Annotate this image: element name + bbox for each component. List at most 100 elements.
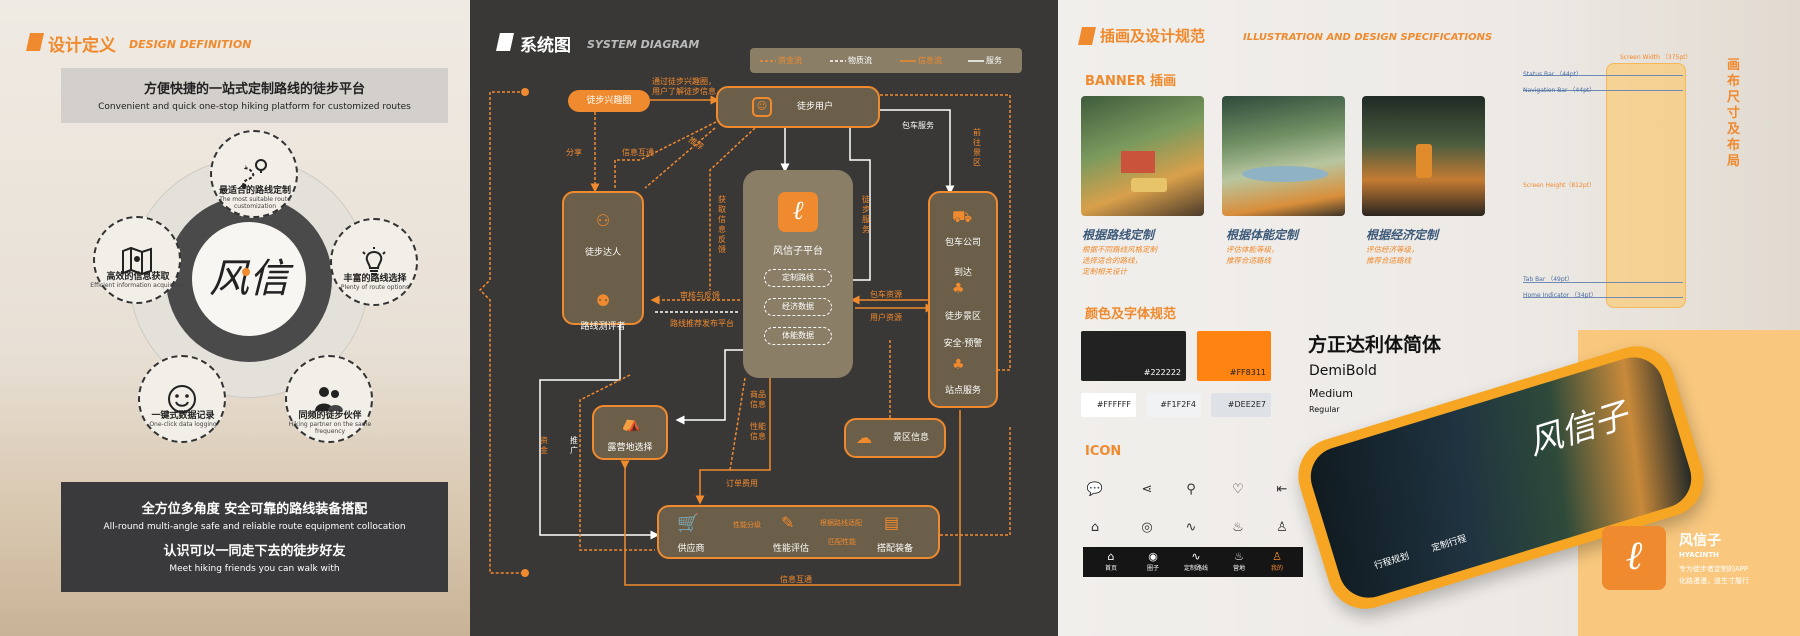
center-logo: 风信 [192,222,306,336]
node-label: 到达 [953,268,972,278]
desc-line: 定制相关设计 [1082,267,1127,276]
heart-icon: ♡ [1232,482,1244,497]
partner-icon [315,387,343,411]
circle-icon: ◉ [1148,550,1158,563]
feature-sub: One-click data logging [149,421,217,428]
bus-icon: ⛟ [952,207,973,226]
flow-label: 信息互通 [622,148,654,157]
node-label: 风信子平台 [773,246,823,257]
illustration-economy [1362,96,1485,216]
circle-icon: ◎ [1141,520,1153,535]
flow-label: 审核与反馈 [680,291,720,300]
flow-label: 路线推荐发布平台 [670,319,734,328]
brand-desc-2: 化路漫漫，道生寸履行 [1679,577,1749,585]
feature-route-customization [210,130,298,218]
feature-route-options [330,218,418,306]
flow-label: 用户了解徒步信息 [652,87,716,96]
feature-hiking-partner [285,355,373,443]
legend-service: 服务 [986,56,1002,65]
fire-icon: ♨ [1232,520,1244,535]
section-flag-icon [26,33,44,51]
home-icon: ⌂ [1107,550,1115,563]
node-master-reviewer: ⚇ 徒步达人 ⚉ 路线测评者 [562,191,644,332]
route-pin-icon [241,159,267,189]
flow-label: 性能分级 [733,521,761,529]
flow-label: 推广 [570,436,578,455]
flow-label: 订单费用 [726,479,758,488]
dim-nav-bar: Navigation Bar （44pt） [1523,87,1596,94]
map-icon [122,246,152,275]
smile-icon: ☺ [752,97,772,117]
flow-label: 获取信息反馈 [718,195,726,254]
legend-info: 信息流 [918,56,942,65]
river-shape [1242,166,1328,182]
illustration-title: 根据体能定制 [1226,228,1299,242]
flow-label: 通过徒步兴趣圈， [652,77,716,86]
logo-text: 风信 [209,256,289,302]
swatch-lightgray: #F1F2F4 [1146,393,1201,417]
house-shape [1121,151,1155,173]
share-icon: ⋖ [1141,482,1153,497]
node-platform: ℓ 风信子平台 [743,170,853,378]
font-weight-demibold: DemiBold [1309,363,1377,379]
feature-label: 丰富的路线选择 [343,274,407,284]
flow-label: 性能信息 [750,422,766,441]
tab-camp[interactable]: ♨营地 [1225,550,1253,572]
banner-cn: 方便快捷的一站式定制路线的徒步平台 [143,82,365,97]
tab-mine[interactable]: ♙我的 [1263,550,1291,572]
flow-label: 匹配性能 [828,538,856,546]
dim-tab-bar: Tab Bar （49pt） [1523,276,1574,283]
swatch-orange: #FF8311 [1197,331,1271,381]
brand-name-cn: 风信子 [1679,533,1721,549]
reviewer-icon: ⚉ [595,291,611,310]
swatch-label: #FF8311 [1229,368,1266,377]
section-flag-icon [1078,27,1096,45]
flow-label: 根据路线适配 [820,519,862,527]
tab-custom-route[interactable]: ∿定制路线 [1179,550,1213,572]
phone-plan-button[interactable]: 行程规划 [1373,551,1411,572]
node-hiking-users: ☺ 徒步用户 [716,86,880,128]
font-weight-regular: Regular [1309,405,1340,414]
diagram-connectors [478,88,1011,586]
document-icon: ✎ [781,513,795,532]
platform-logo-icon: ℓ [778,192,818,232]
flow-label: 用户资源 [870,313,902,322]
desc-line: 选择适合的路线， [1082,256,1142,265]
font-weight-medium: Medium [1309,387,1353,400]
panel-title: 系统图 [520,36,571,56]
pill-fitness-data: 体能数据 [764,327,832,345]
node-label: 性能评估 [772,544,809,554]
tab-home[interactable]: ⌂首页 [1097,550,1125,572]
dim-screen-height: Screen Height（812pt） [1523,182,1595,189]
node-label: 景区信息 [892,433,929,443]
node-camp: ⛺ 露营地选择 [592,405,668,460]
hiker-shape [1416,144,1432,178]
summary-box: 全方位多角度 安全可靠的路线装备搭配 All-round multi-angle… [61,482,448,592]
swatch-label: #222222 [1143,368,1181,377]
user-icon: ♙ [1272,550,1282,563]
panel-subtitle: ILLUSTRATION AND DESIGN SPECIFICATIONS [1243,32,1493,43]
desc-line: 评估经济等级， [1366,245,1419,254]
panel-subtitle: SYSTEM DIAGRAM [587,38,700,51]
flow-label: 徒步服务 [862,195,870,234]
summary-en-1: All-round multi-angle safe and reliable … [103,522,406,532]
swatch-gray: #DEE2E7 [1211,393,1271,417]
cloud-icon: ☁ [856,428,872,447]
search-icon: ⚲ [1186,482,1196,497]
illustration-title: 根据经济定制 [1366,228,1439,242]
feature-sub: The most suitable route customization [219,196,291,210]
desc-line: 推荐合适路线 [1226,256,1271,265]
phone-custom-button[interactable]: 定制行程 [1430,534,1468,555]
desc-line: 评估体能等级， [1226,245,1279,254]
panel-subtitle: DESIGN DEFINITION [129,38,252,51]
node-label: 露营地选择 [607,443,653,453]
definition-banner: 方便快捷的一站式定制路线的徒步平台 Convenient and quick o… [61,68,448,123]
tab-bar-sample: ⌂首页 ◉圈子 ∿定制路线 ♨营地 ♙我的 [1083,547,1303,577]
swatch-white: #FFFFFF [1081,393,1136,417]
illustration-desc: 评估经济等级，推荐合适路线 [1366,244,1419,266]
app-logo-icon: ℓ [1602,526,1666,590]
tab-circle[interactable]: ◉圈子 [1139,550,1167,572]
route-icon: ∿ [1191,550,1201,563]
layout-vertical-title: 画布尺寸及布局 [1727,58,1741,169]
legend-material: 物质流 [848,56,872,65]
